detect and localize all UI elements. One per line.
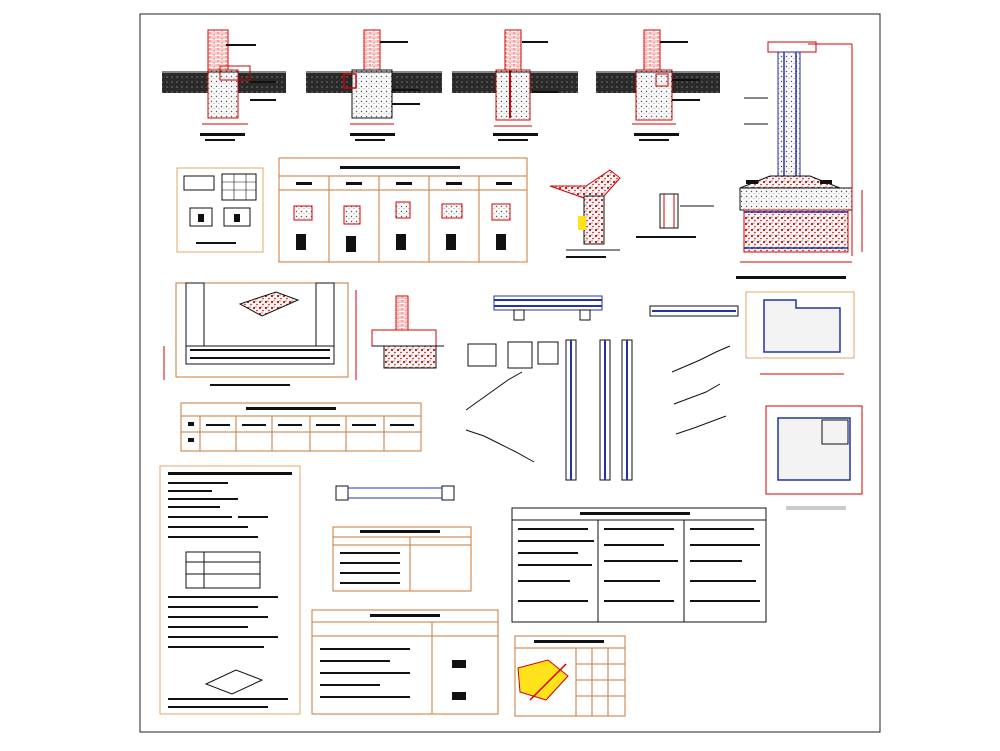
wall-footing-detail — [371, 295, 444, 369]
foundation-section-1 — [162, 29, 286, 141]
retaining-wall-section — [736, 41, 863, 279]
foundation-section-2 — [306, 29, 442, 141]
beam-detail-small — [335, 485, 455, 501]
foundation-section-4 — [596, 29, 720, 141]
cistern-section — [163, 282, 357, 386]
cistern-plan-top — [745, 291, 855, 375]
materials-table — [332, 526, 472, 592]
blue-beam-elevation — [493, 295, 603, 321]
column-schedule-table — [278, 157, 528, 263]
notes-three-column-table — [511, 507, 767, 623]
cistern-plan-bottom — [765, 405, 863, 510]
beam-column-joint-detail — [549, 169, 621, 258]
column-detail-small — [636, 193, 714, 238]
stair-details — [465, 341, 731, 463]
specifications-table — [311, 609, 499, 715]
location-map-table — [514, 635, 626, 717]
general-notes-panel — [159, 465, 301, 715]
detail-frame-small — [176, 167, 264, 253]
slab-strip-detail — [649, 305, 739, 317]
slab-schedule-table — [180, 402, 422, 452]
foundation-section-3 — [452, 29, 578, 141]
column-elevations — [565, 339, 633, 481]
